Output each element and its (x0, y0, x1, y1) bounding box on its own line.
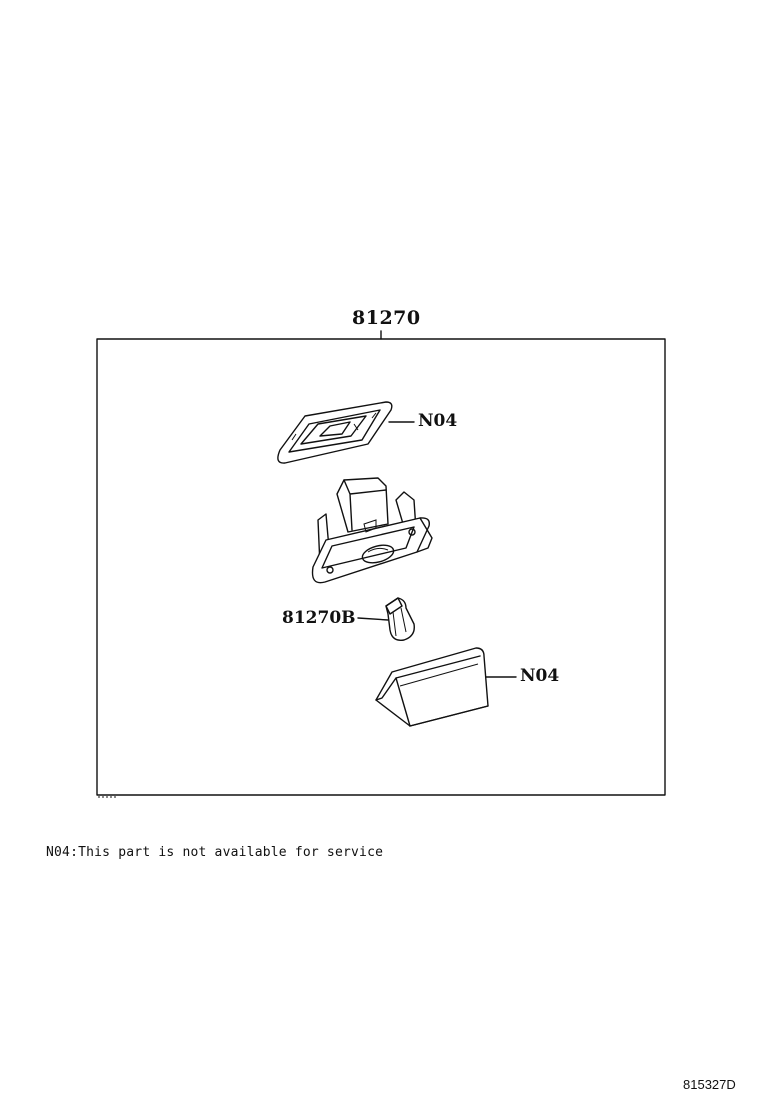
assembly-label: 81270 (352, 307, 421, 329)
lamp-housing-icon (311, 477, 433, 584)
bulb-icon (385, 597, 415, 641)
bulb-label: 81270B (282, 608, 356, 628)
gasket-label: N04 (418, 411, 458, 431)
lens-icon (375, 647, 489, 727)
bulb-leader (357, 617, 389, 621)
drawing-code: 815327D (683, 1077, 736, 1092)
lens-label: N04 (520, 666, 560, 686)
gasket-icon (277, 401, 393, 464)
footnote: N04:This part is not available for servi… (46, 845, 384, 860)
